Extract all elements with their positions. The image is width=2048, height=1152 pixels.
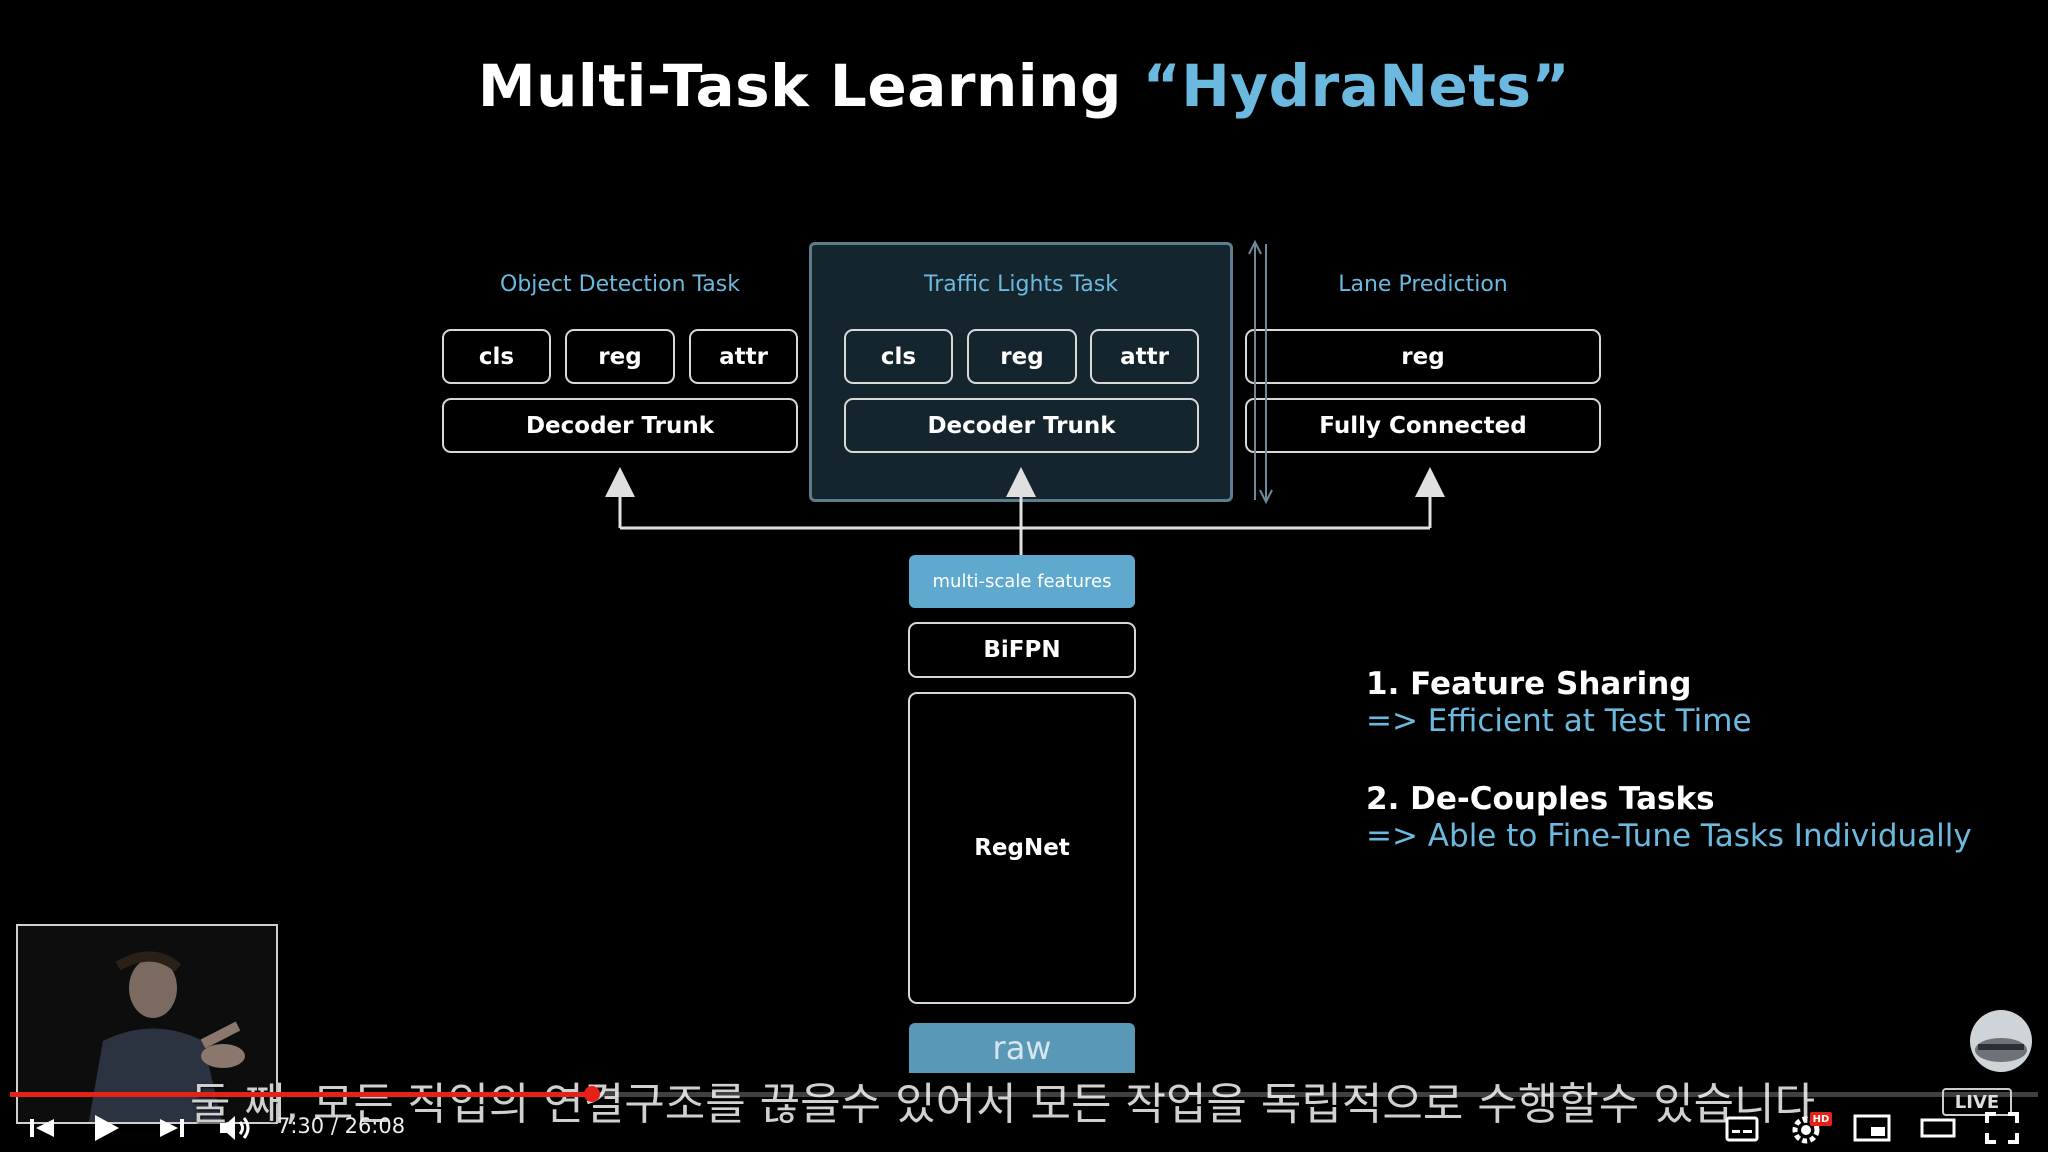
- progress-scrubber[interactable]: [584, 1086, 600, 1102]
- regnet-box: RegNet: [908, 692, 1136, 1004]
- bullet-2-sub: => Able to Fine-Tune Tasks Individually: [1366, 818, 1972, 854]
- bullet-1-sub: => Efficient at Test Time: [1366, 703, 1752, 739]
- fullscreen-icon[interactable]: [1982, 1110, 2022, 1146]
- channel-avatar[interactable]: [1970, 1010, 2032, 1072]
- subtitles-icon[interactable]: [1724, 1114, 1760, 1144]
- volume-icon[interactable]: [216, 1110, 256, 1146]
- multi-scale-features-box: multi-scale features: [909, 555, 1135, 608]
- previous-icon[interactable]: [26, 1112, 58, 1144]
- hd-badge: HD: [1810, 1112, 1832, 1126]
- double-arrow-icon: [1249, 242, 1272, 502]
- caption-subtitle: 둘 째, 모든 작업의 연결구조를 끊을수 있어서 모든 작업을 독립적으로 수…: [190, 1068, 1829, 1132]
- next-icon[interactable]: [156, 1112, 188, 1144]
- bullet-2-title: 2. De-Couples Tasks: [1366, 781, 1715, 817]
- play-icon[interactable]: [88, 1110, 124, 1146]
- theater-mode-icon[interactable]: [1918, 1114, 1958, 1142]
- miniplayer-icon[interactable]: [1852, 1112, 1892, 1144]
- time-display: 7:30 / 26:08: [277, 1114, 405, 1138]
- bifpn-box: BiFPN: [908, 622, 1136, 678]
- bullet-1-title: 1. Feature Sharing: [1366, 666, 1692, 702]
- raw-input-box: raw: [909, 1023, 1135, 1073]
- progress-fill: [10, 1092, 592, 1097]
